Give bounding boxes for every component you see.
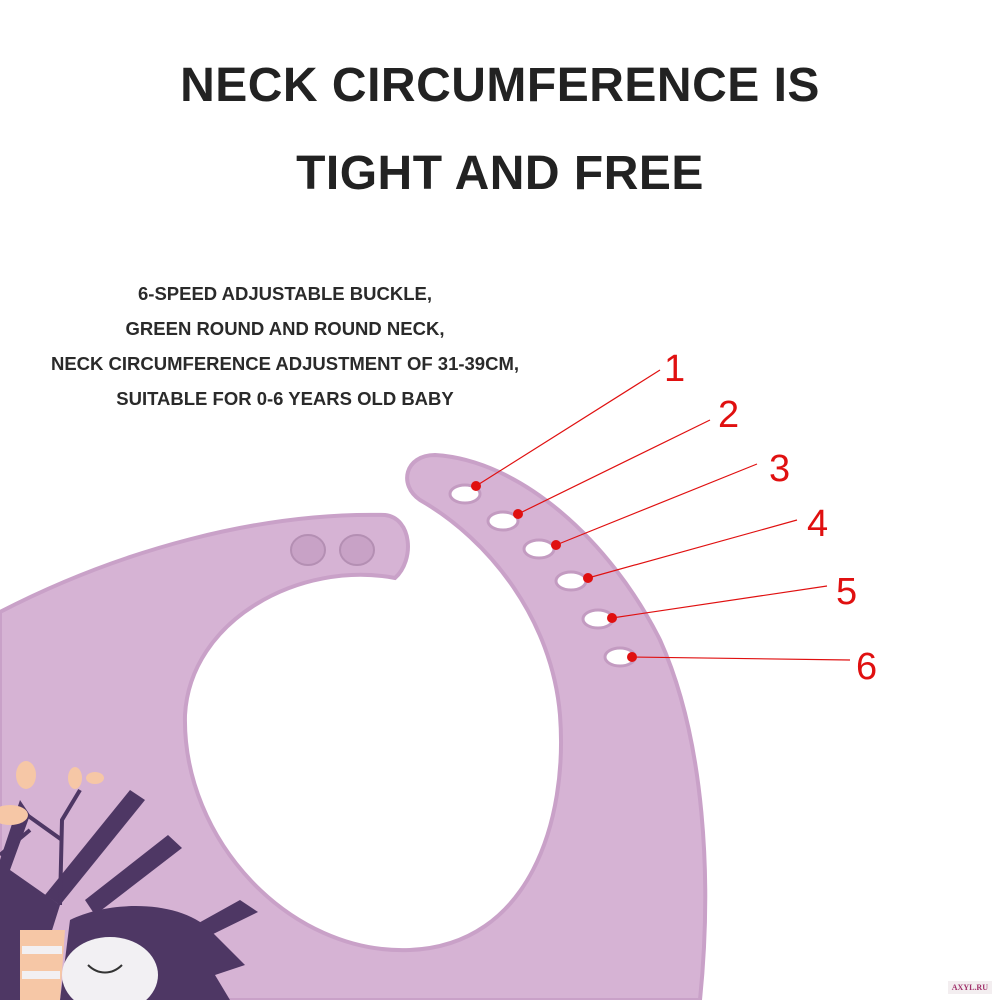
watermark: AXYL.RU: [947, 981, 992, 994]
callout-6: 6: [856, 646, 877, 688]
headline-line-2: TIGHT AND FREE: [296, 147, 704, 200]
callout-4: 4: [807, 503, 828, 545]
description-line-2: GREEN ROUND AND ROUND NECK,: [125, 318, 445, 339]
bib-body: [0, 452, 708, 1000]
callout-lines: [475, 369, 851, 661]
callout-2: 2: [718, 394, 739, 436]
callout-5: 5: [836, 571, 857, 613]
callout-3: 3: [769, 448, 790, 490]
description-line-1: 6-SPEED ADJUSTABLE BUCKLE,: [138, 283, 432, 304]
headline-line-1: NECK CIRCUMFERENCE IS: [180, 59, 820, 112]
description-line-3: NECK CIRCUMFERENCE ADJUSTMENT OF 31-39CM…: [50, 353, 520, 374]
button-stud: [290, 534, 326, 566]
description-line-4: SUITABLE FOR 0-6 YEARS OLD BABY: [116, 388, 454, 409]
button-stud: [339, 534, 375, 566]
owl-tree-print: [0, 761, 258, 1000]
callout-1: 1: [664, 348, 685, 390]
callout-dots: [471, 481, 637, 662]
